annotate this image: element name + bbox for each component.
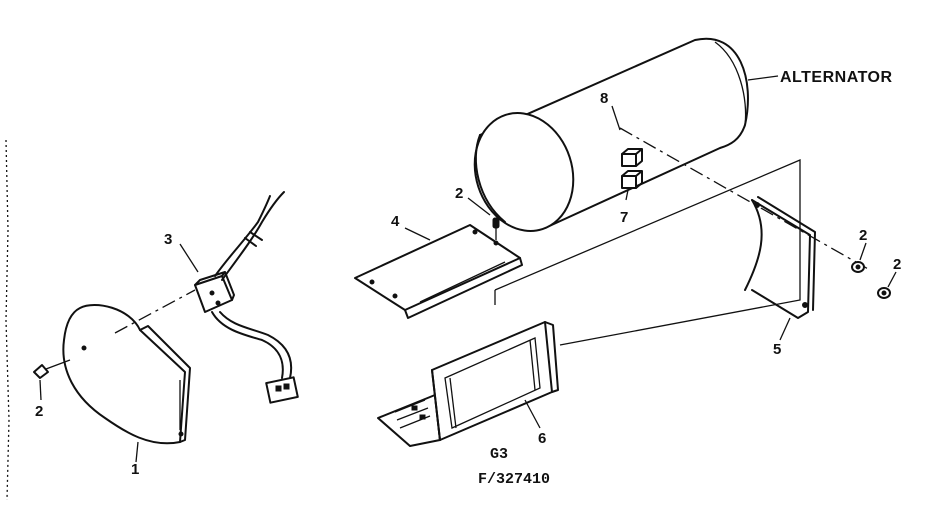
alternator-leader [747, 75, 779, 81]
part-2-left-leader [39, 379, 42, 401]
alternator-label: ALTERNATOR [780, 69, 893, 86]
part-2-right-b-leader [887, 271, 897, 288]
part-7-label: 7 [620, 209, 628, 226]
part-7-cube [621, 170, 643, 189]
part-4-leader [404, 227, 431, 241]
part-5-bracket [744, 196, 816, 319]
part-1-end-cover [62, 304, 191, 445]
part-2-left-label: 2 [35, 403, 43, 420]
part-1-label: 1 [131, 461, 139, 478]
alternator-cylinder [473, 37, 749, 232]
part-6-board-assembly [377, 321, 559, 447]
part-2-screw-right-b [877, 287, 891, 299]
part-3-label: 3 [164, 231, 172, 248]
alignment-centerline-left [114, 289, 196, 334]
part-2-screw-right-a [851, 261, 865, 273]
part-2-top-leader [467, 197, 491, 216]
figure-reference: F/327410 [478, 471, 550, 488]
part-6-leader [524, 399, 541, 429]
part-2-top-label: 2 [455, 185, 463, 202]
part-5-label: 5 [773, 341, 781, 358]
alignment-centerline-right [619, 127, 871, 271]
part-3-rectifier [194, 271, 235, 313]
part-2-screw-left [33, 359, 71, 379]
part-8-label: 8 [600, 90, 608, 107]
part-3-leader [179, 243, 199, 273]
scan-edge-artifact [5, 139, 10, 501]
part-3-plug [265, 376, 299, 404]
part-2-right-a-leader [859, 242, 867, 261]
part-1-leader [135, 441, 139, 463]
part-2-right-b-label: 2 [893, 256, 901, 273]
part-7-leader [625, 189, 629, 201]
part-4-label: 4 [391, 213, 400, 230]
part-2-right-a-label: 2 [859, 227, 867, 244]
figure-code: G3 [490, 446, 508, 463]
part-8-cube [621, 148, 643, 167]
part-8-leader [611, 105, 621, 131]
part-6-label: 6 [538, 430, 546, 447]
part-3-lead-wires [211, 191, 293, 379]
part-2-screw-top [492, 217, 500, 240]
part-5-leader [779, 317, 791, 341]
part-4-top-plate [354, 224, 523, 319]
